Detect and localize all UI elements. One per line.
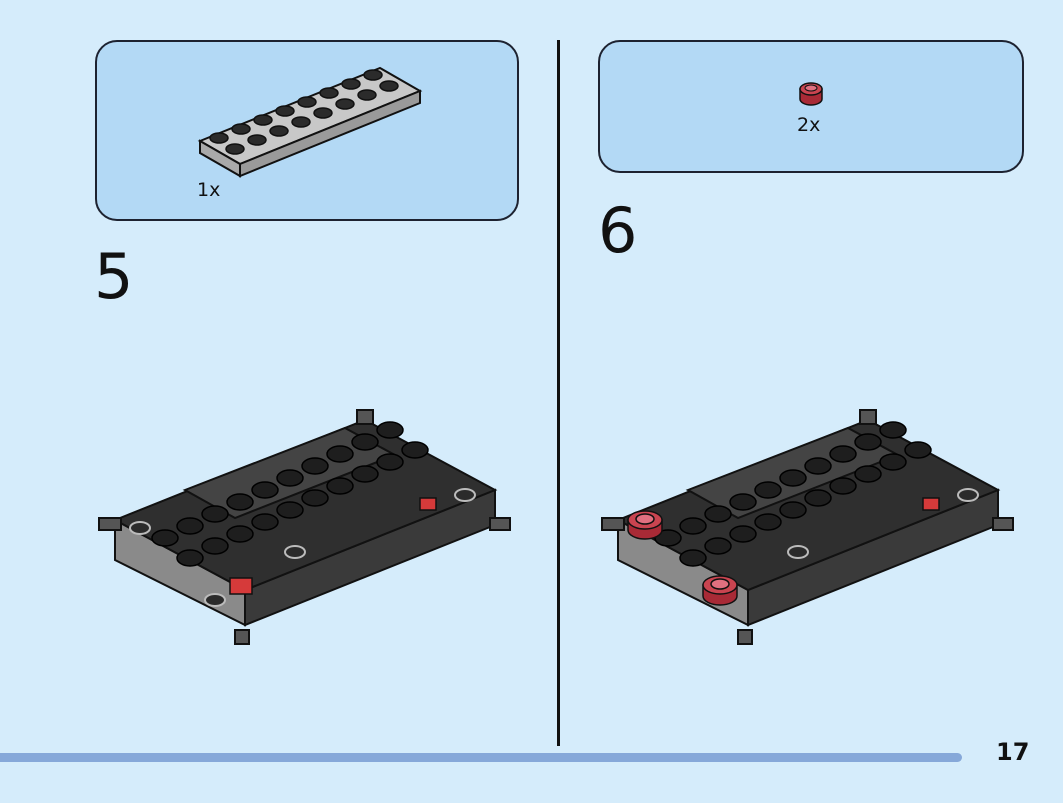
parts-callout-step-5: 1x xyxy=(95,40,519,221)
step-number: 5 xyxy=(94,240,134,313)
page-number: 17 xyxy=(996,738,1030,766)
step-number: 6 xyxy=(598,194,638,267)
progress-bar xyxy=(0,753,962,762)
parts-callout-step-6: 2x xyxy=(598,40,1024,173)
chassis-assembly-step-5-icon xyxy=(98,409,511,645)
step-divider xyxy=(557,40,560,746)
part-quantity: 2x xyxy=(797,114,821,136)
part-quantity: 1x xyxy=(197,179,221,201)
red-round-tile-icon xyxy=(799,82,823,106)
light-gray-2x8-plate-icon xyxy=(197,66,423,178)
chassis-assembly-step-6-icon xyxy=(601,409,1014,645)
